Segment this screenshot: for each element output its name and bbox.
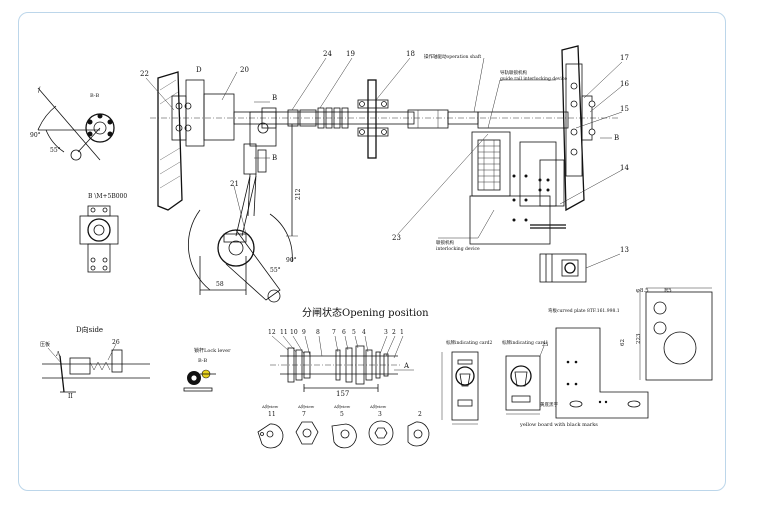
guide-rail-en: guide rail interlocking device (500, 76, 567, 82)
opening-label-a: A (403, 362, 410, 370)
label-b-top: B (272, 94, 277, 102)
callout-20: 20 (240, 66, 249, 74)
opening-num-4: 4 (362, 329, 366, 336)
lock-lever-view: 锁杆Lock lever B-B (183, 347, 231, 392)
opening-num-12: 12 (268, 329, 276, 336)
callout-19: 19 (346, 50, 355, 58)
dim-phi-8-5: φ8.5 (636, 288, 649, 294)
slash-mark: / (38, 86, 41, 94)
d-side-label-a: A (55, 351, 61, 358)
callout-16: 16 (620, 80, 629, 88)
opening-position-view: 分闸状态Opening position 157 A 12 11 10 9 8 … (268, 306, 429, 398)
opening-num-1: 1 (400, 329, 404, 336)
opening-num-8: 8 (316, 329, 320, 336)
profile-caption-3: A向view (369, 403, 387, 409)
opening-num-10: 10 (290, 329, 298, 336)
operation-shaft-label: 操作轴驱动operation shaft (424, 53, 481, 60)
angle-90-lower: 90° (286, 257, 297, 264)
view-b-part: B \M+5B000 (79, 193, 127, 273)
dim-r5: R5 (664, 288, 672, 294)
profile-label-7: 7 (302, 411, 306, 418)
callout-22: 22 (140, 70, 149, 78)
card1-label: 标牌indicating card1 (502, 339, 549, 346)
view-b-title: B \M+5B000 (88, 193, 127, 200)
curved-plate-view: 弯板curved plate 8TF.161.998.1 φ8.5 R5 223… (548, 287, 713, 419)
section-b-b-label: B-B (90, 93, 99, 99)
dim-212: 212 (295, 188, 302, 200)
angle-90-left: 90° (30, 132, 41, 139)
d-side-title: D向side (76, 325, 103, 334)
profile-label-2: 2 (418, 411, 422, 418)
opening-num-6: 6 (342, 329, 346, 336)
dim-157: 157 (336, 390, 349, 398)
profile-caption-11: A向view (261, 403, 279, 409)
lock-lever-section: B-B (198, 358, 207, 364)
callout-15: 15 (620, 105, 629, 113)
opening-num-7: 7 (332, 329, 336, 336)
profile-label-11: 11 (268, 411, 276, 418)
opening-num-11: 11 (280, 329, 288, 336)
d-side-label-ii: II (68, 393, 73, 400)
callout-23: 23 (392, 234, 401, 242)
angle-55-lower: 55° (270, 267, 281, 274)
yellow-board-note: yellow board with black marks (519, 422, 598, 428)
opening-num-9: 9 (302, 329, 306, 336)
profile-label-3: 3 (378, 411, 382, 418)
label-25: 25 (542, 342, 548, 348)
card2-label: 标牌indicating card2 (446, 339, 493, 346)
main-assembly (145, 45, 623, 303)
dim-62: 62 (620, 339, 626, 346)
card-marks: 黄底黑字 (540, 401, 558, 408)
profile-caption-5: A向view (333, 403, 351, 409)
callout-24: 24 (323, 50, 332, 58)
spring-block (477, 139, 501, 191)
dim-58: 58 (216, 281, 224, 288)
guide-rail-cn: 导轨联锁机构 (500, 69, 527, 76)
callout-14: 14 (620, 164, 629, 172)
opening-num-3: 3 (384, 329, 388, 336)
opening-num-2: 2 (392, 329, 396, 336)
callout-21: 21 (230, 180, 239, 188)
section-view-b-b: B-B 90° 55° / (30, 86, 115, 161)
indicating-cards: 标牌indicating card2 标牌indicating card1 25… (441, 339, 598, 428)
interlocking-en: interlocking device (436, 246, 480, 252)
callout-13: 13 (620, 246, 629, 254)
interlocking-cn: 联锁机构 (436, 239, 454, 246)
drawing-frame (18, 12, 726, 491)
d-side-view: D向side 压板 A 26 II (40, 325, 150, 400)
main-callouts: 22 20 24 19 18 17 16 15 14 13 21 23 D B … (140, 50, 629, 288)
callout-17: 17 (620, 54, 629, 62)
profile-label-5: 5 (340, 411, 344, 418)
dim-223: 223 (636, 333, 642, 344)
label-d: D (196, 66, 202, 74)
part-13 (539, 253, 621, 283)
callout-18: 18 (406, 50, 415, 58)
d-side-label-cn: 压板 (40, 341, 50, 348)
lock-lever-title: 锁杆Lock lever (194, 347, 231, 354)
label-b-right: B (614, 134, 619, 142)
profile-caption-7: A向view (297, 403, 315, 409)
opening-title: 分闸状态Opening position (302, 306, 429, 319)
d-side-label-26: 26 (112, 339, 120, 346)
curved-plate-title: 弯板curved plate 8TF.161.998.1 (548, 307, 620, 314)
label-b-mid: B (272, 154, 277, 162)
opening-num-5: 5 (352, 329, 356, 336)
section-profiles: A向view A向view A向view A向view 11 7 5 3 2 (257, 403, 430, 449)
angle-55-left: 55° (50, 147, 61, 154)
